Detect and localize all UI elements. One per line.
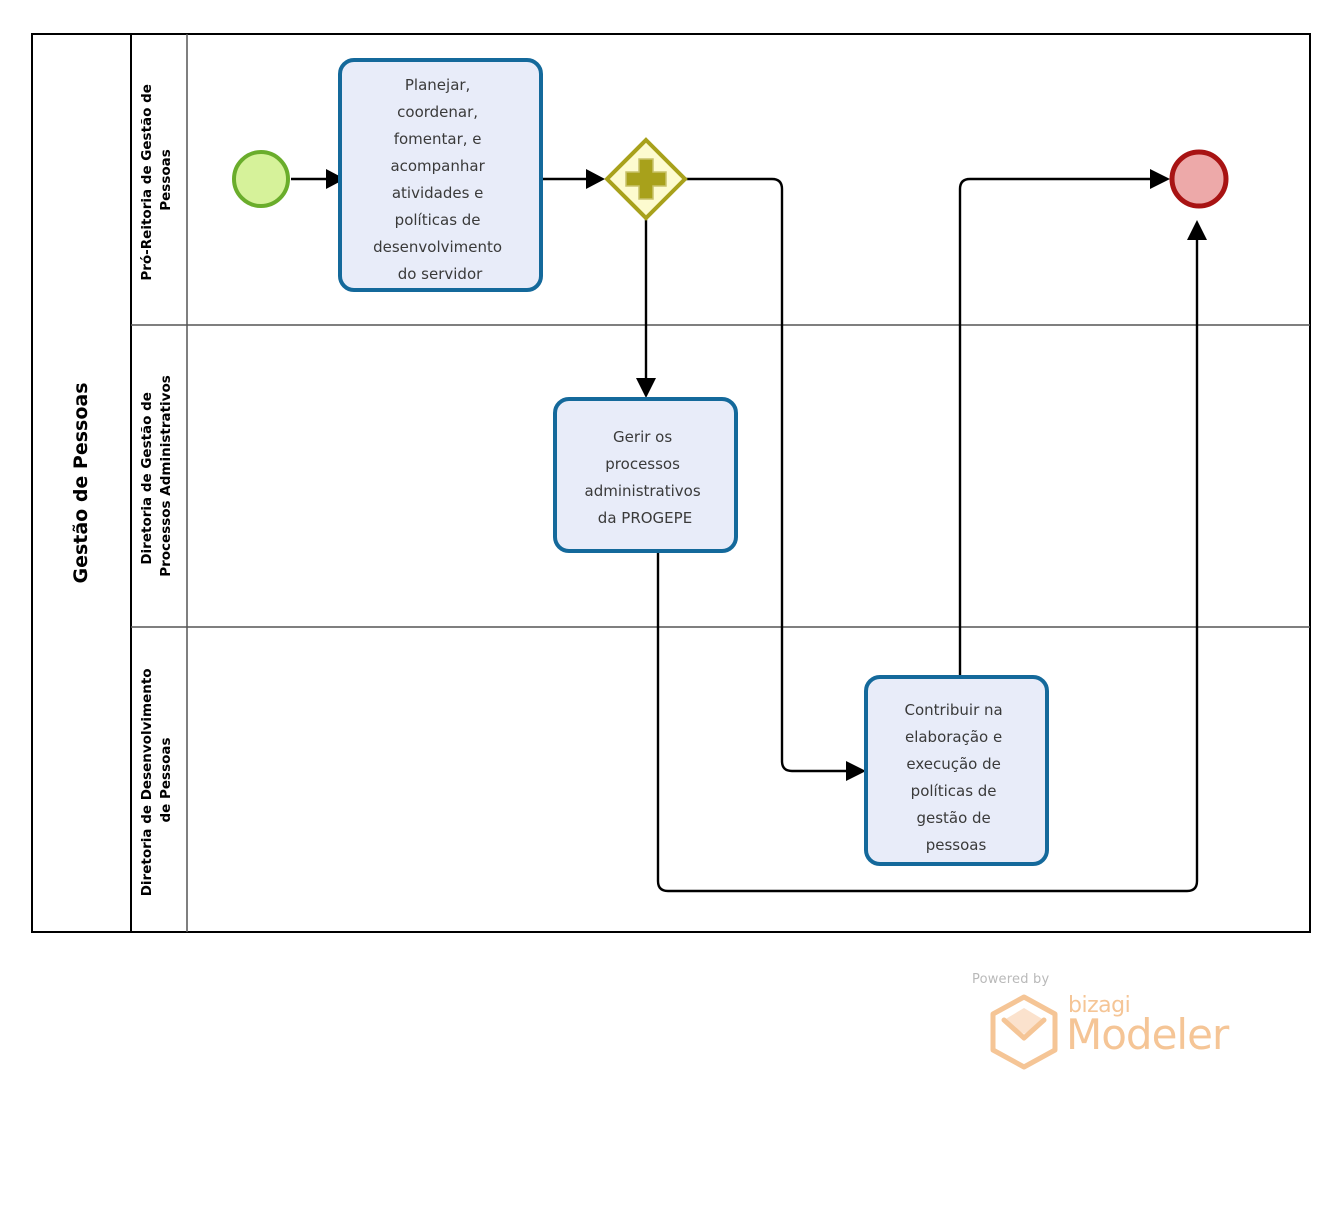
lane-title-2: Diretoria de Gestão de Processos Adminis… [139, 375, 174, 577]
bpmn-diagram: Gestão de Pessoas Pró-Reitoria de Gestão… [31, 33, 1311, 933]
task-contribuir-box[interactable] [864, 675, 1049, 866]
flow-gateway-to-contribuir [686, 177, 866, 781]
lane-title-1: Pró-Reitoria de Gestão de Pessoas [139, 79, 174, 280]
bizagi-hexagon-icon [990, 994, 1058, 1070]
end-event[interactable] [1169, 149, 1229, 209]
flow-gerir-to-end [656, 220, 1207, 893]
end-event-circle[interactable] [1169, 149, 1229, 209]
powered-by-label: Powered by [972, 972, 1050, 987]
task-gerir-box[interactable] [553, 397, 738, 553]
task-contribuir[interactable]: Contribuir na elaboração e execução de p… [864, 675, 1049, 866]
bizagi-brand-text: bizagi [1068, 993, 1131, 1018]
lane-title-group-1: Pró-Reitoria de Gestão de Pessoas [139, 79, 174, 281]
task-planejar-box[interactable] [338, 58, 543, 292]
task-contribuir-label: Contribuir na elaboração e execução de p… [905, 701, 1008, 854]
pool-title-group: Gestão de Pessoas [70, 382, 92, 583]
task-planejar[interactable]: Planejar, coordenar, fomentar, e acompan… [338, 58, 543, 292]
flow-gateway-to-gerir [636, 218, 656, 398]
start-event-circle[interactable] [232, 150, 290, 208]
task-gerir-label: Gerir os processos administrativos da PR… [585, 428, 706, 527]
pool-title: Gestão de Pessoas [70, 382, 92, 583]
flow-contribuir-to-end [958, 169, 1170, 677]
parallel-gateway[interactable] [604, 137, 688, 221]
flow-start-to-planejar [291, 169, 345, 189]
lane-title-3: Diretoria de Desenvolvimento de Pessoas [139, 664, 174, 897]
bizagi-product-text: Modeler [1066, 1010, 1229, 1059]
task-planejar-label: Planejar, coordenar, fomentar, e acompan… [373, 76, 507, 283]
pool-outline [31, 33, 1311, 933]
bizagi-watermark: Powered by bizagi Modeler [972, 972, 1262, 1072]
plus-icon [625, 158, 667, 200]
task-gerir[interactable]: Gerir os processos administrativos da PR… [553, 397, 738, 553]
pool-container [31, 33, 1311, 933]
sequence-flows [291, 169, 1207, 893]
lane-title-group-2: Diretoria de Gestão de Processos Adminis… [139, 375, 174, 577]
flow-planejar-to-gateway [541, 169, 605, 189]
start-event[interactable] [232, 150, 290, 208]
lane-title-group-3: Diretoria de Desenvolvimento de Pessoas [139, 664, 174, 897]
